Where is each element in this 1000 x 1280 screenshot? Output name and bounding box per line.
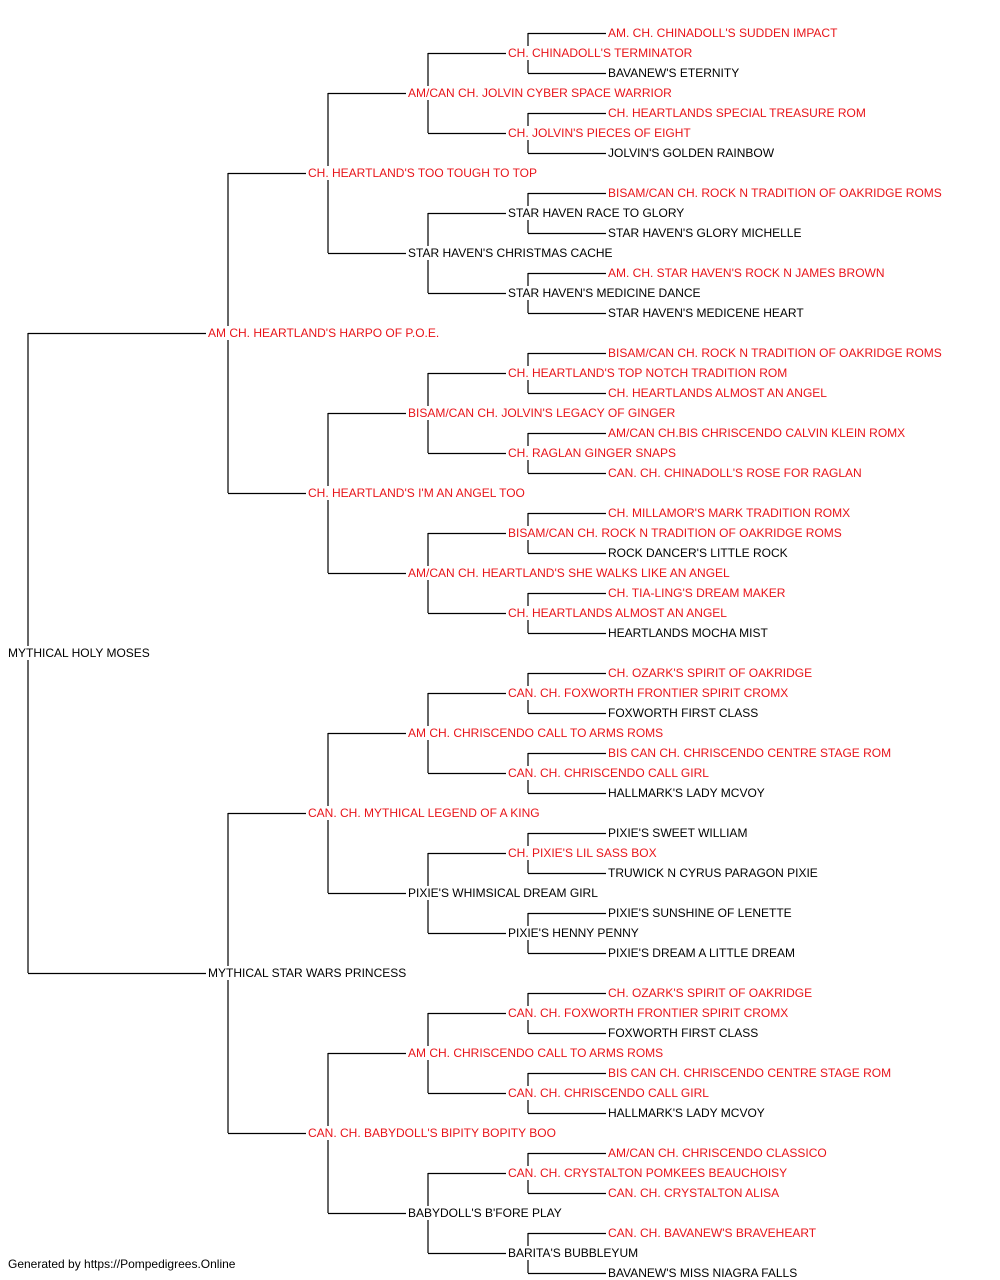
ancestor-name: FOXWORTH FIRST CLASS <box>607 706 760 720</box>
ancestor-name: STAR HAVEN'S CHRISTMAS CACHE <box>407 246 614 260</box>
ancestor-name: BISAM/CAN CH. ROCK N TRADITION OF OAKRID… <box>607 186 943 200</box>
ancestor-name: AM. CH. CHINADOLL'S SUDDEN IMPACT <box>607 26 839 40</box>
ancestor-name: CH. HEARTLAND'S I'M AN ANGEL TOO <box>307 486 526 500</box>
ancestor-name: CH. HEARTLAND'S TOO TOUGH TO TOP <box>307 166 539 180</box>
ancestor-name: AM/CAN CH.BIS CHRISCENDO CALVIN KLEIN RO… <box>607 426 907 440</box>
ancestor-name: CH. HEARTLANDS ALMOST AN ANGEL <box>607 386 828 400</box>
ancestor-name: CH. OZARK'S SPIRIT OF OAKRIDGE <box>607 986 814 1000</box>
ancestor-name: FOXWORTH FIRST CLASS <box>607 1026 760 1040</box>
ancestor-name: BISAM/CAN CH. ROCK N TRADITION OF OAKRID… <box>607 346 943 360</box>
ancestor-name: AM CH. HEARTLAND'S HARPO OF P.O.E. <box>207 326 441 340</box>
ancestor-name: PIXIE'S DREAM A LITTLE DREAM <box>607 946 797 960</box>
ancestor-name: AM CH. CHRISCENDO CALL TO ARMS ROMS <box>407 1046 665 1060</box>
ancestor-name: AM/CAN CH. HEARTLAND'S SHE WALKS LIKE AN… <box>407 566 731 580</box>
ancestor-name: CH. HEARTLANDS ALMOST AN ANGEL <box>507 606 728 620</box>
ancestor-name: CAN. CH. BABYDOLL'S BIPITY BOPITY BOO <box>307 1126 557 1140</box>
ancestor-name: ROCK DANCER'S LITTLE ROCK <box>607 546 789 560</box>
ancestor-name: TRUWICK N CYRUS PARAGON PIXIE <box>607 866 819 880</box>
ancestor-name: AM CH. CHRISCENDO CALL TO ARMS ROMS <box>407 726 665 740</box>
ancestor-name: BAVANEW'S MISS NIAGRA FALLS <box>607 1266 799 1280</box>
ancestor-name: CH. HEARTLAND'S TOP NOTCH TRADITION ROM <box>507 366 789 380</box>
ancestor-name: BARITA'S BUBBLEYUM <box>507 1246 640 1260</box>
ancestor-name: CAN. CH. FOXWORTH FRONTIER SPIRIT CROMX <box>507 1006 790 1020</box>
ancestor-name: BABYDOLL'S B'FORE PLAY <box>407 1206 563 1220</box>
ancestor-name: CH. RAGLAN GINGER SNAPS <box>507 446 678 460</box>
ancestor-name: CAN. CH. BAVANEW'S BRAVEHEART <box>607 1226 818 1240</box>
ancestor-name: AM/CAN CH. CHRISCENDO CLASSICO <box>607 1146 828 1160</box>
ancestor-name: CH. PIXIE'S LIL SASS BOX <box>507 846 658 860</box>
ancestor-name: BISAM/CAN CH. JOLVIN'S LEGACY OF GINGER <box>407 406 677 420</box>
ancestor-name: HALLMARK'S LADY MCVOY <box>607 1106 766 1120</box>
ancestor-name: STAR HAVEN'S MEDICINE DANCE <box>507 286 702 300</box>
ancestor-name: BIS CAN CH. CHRISCENDO CENTRE STAGE ROM <box>607 1066 893 1080</box>
ancestor-name: PIXIE'S SUNSHINE OF LENETTE <box>607 906 793 920</box>
ancestor-name: BIS CAN CH. CHRISCENDO CENTRE STAGE ROM <box>607 746 893 760</box>
ancestor-name: CAN. CH. CRYSTALTON ALISA <box>607 1186 781 1200</box>
ancestor-name: BAVANEW'S ETERNITY <box>607 66 741 80</box>
ancestor-name: CH. HEARTLANDS SPECIAL TREASURE ROM <box>607 106 867 120</box>
ancestor-name: HALLMARK'S LADY MCVOY <box>607 786 766 800</box>
ancestor-name: CH. MILLAMOR'S MARK TRADITION ROMX <box>607 506 852 520</box>
ancestor-name: AM. CH. STAR HAVEN'S ROCK N JAMES BROWN <box>607 266 886 280</box>
generated-by-footer: Generated by https://Pompedigrees.Online <box>8 1257 236 1271</box>
ancestor-name: CAN. CH. CRYSTALTON POMKEES BEAUCHOISY <box>507 1166 789 1180</box>
ancestor-name: JOLVIN'S GOLDEN RAINBOW <box>607 146 776 160</box>
ancestor-name: CH. JOLVIN'S PIECES OF EIGHT <box>507 126 692 140</box>
ancestor-name: PIXIE'S SWEET WILLIAM <box>607 826 749 840</box>
ancestor-name: CAN. CH. FOXWORTH FRONTIER SPIRIT CROMX <box>507 686 790 700</box>
ancestor-name: CAN. CH. CHRISCENDO CALL GIRL <box>507 1086 710 1100</box>
ancestor-name: CAN. CH. CHRISCENDO CALL GIRL <box>507 766 710 780</box>
ancestor-name: STAR HAVEN'S MEDICENE HEART <box>607 306 805 320</box>
ancestor-name: AM/CAN CH. JOLVIN CYBER SPACE WARRIOR <box>407 86 673 100</box>
ancestor-name: PIXIE'S HENNY PENNY <box>507 926 640 940</box>
ancestor-name: BISAM/CAN CH. ROCK N TRADITION OF OAKRID… <box>507 526 843 540</box>
ancestor-name: CH. OZARK'S SPIRIT OF OAKRIDGE <box>607 666 814 680</box>
ancestor-name: STAR HAVEN RACE TO GLORY <box>507 206 686 220</box>
subject-dog-name: MYTHICAL HOLY MOSES <box>7 646 151 660</box>
ancestor-name: MYTHICAL STAR WARS PRINCESS <box>207 966 408 980</box>
ancestor-name: STAR HAVEN'S GLORY MICHELLE <box>607 226 803 240</box>
ancestor-name: CH. TIA-LING'S DREAM MAKER <box>607 586 787 600</box>
ancestor-name: CH. CHINADOLL'S TERMINATOR <box>507 46 694 60</box>
ancestor-name: CAN. CH. MYTHICAL LEGEND OF A KING <box>307 806 541 820</box>
ancestor-name: HEARTLANDS MOCHA MIST <box>607 626 769 640</box>
ancestor-name: CAN. CH. CHINADOLL'S ROSE FOR RAGLAN <box>607 466 863 480</box>
ancestor-name: PIXIE'S WHIMSICAL DREAM GIRL <box>407 886 599 900</box>
